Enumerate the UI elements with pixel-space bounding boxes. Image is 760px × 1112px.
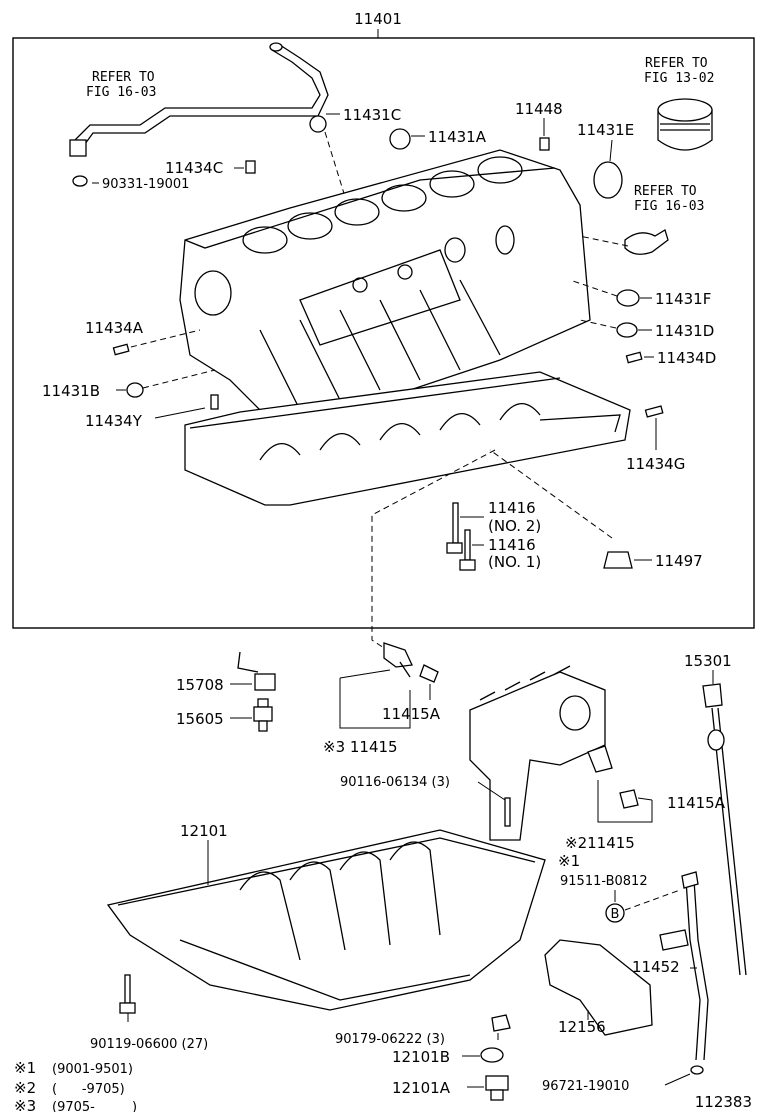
gasket-12101B (480, 1047, 504, 1063)
oil-pressure-sensor (237, 651, 276, 691)
label-11434G: 11434G (626, 455, 685, 473)
gasket-90331 (72, 175, 88, 187)
label-11434C: 11434C (165, 159, 223, 177)
refer-label-line2: FIG 16-03 (86, 85, 156, 100)
o-ring-96721 (690, 1065, 704, 1075)
pin-11434G (644, 405, 664, 418)
plug-11431D (616, 322, 638, 338)
crankcase-illustration (184, 371, 631, 506)
label-11416-no1: 11416 (488, 536, 536, 554)
cylinder-block-group-frame (12, 29, 755, 629)
union-11415-right (587, 745, 639, 809)
note-mark-3: ※3 (14, 1097, 36, 1112)
label-15605: 15605 (176, 710, 224, 728)
label-11415-left: ※3 11415 (323, 738, 398, 756)
label-12101: 12101 (180, 822, 228, 840)
oil-outlet-housing (469, 665, 606, 841)
label-11452: 11452 (632, 958, 680, 976)
dipstick-guide (659, 871, 709, 1061)
label-11497: 11497 (655, 552, 703, 570)
nut-90179 (491, 1014, 511, 1032)
refer-13-02-line1: REFER TO (645, 56, 708, 71)
label-11431D: 11431D (655, 322, 714, 340)
pin-11434D (625, 351, 643, 364)
piston-illustration (657, 98, 713, 151)
label-11416-no2-sub: (NO. 2) (488, 517, 541, 535)
oil-pressure-switch (253, 698, 273, 732)
plug-11431B (126, 382, 144, 398)
refer-13-02-line2: FIG 13-02 (644, 71, 714, 86)
oil-pan-illustration (106, 829, 546, 1011)
label-11416-no1-sub: (NO. 1) (488, 553, 541, 571)
label-91511-B0812: 91511-B0812 (560, 874, 648, 889)
label-11434A: 11434A (85, 319, 144, 337)
label-11401: 11401 (354, 10, 402, 28)
label-12101B: 12101B (392, 1048, 450, 1066)
note-mark-1: ※1 (14, 1059, 36, 1077)
notes-block: ※1 (9001-9501) ※2 ( -9705) ※3 (9705- ) (14, 1059, 137, 1112)
figure-number: 112383 (695, 1093, 752, 1111)
b-marker-circle (605, 903, 625, 923)
label-15708: 15708 (176, 676, 224, 694)
plug-11431E (593, 161, 623, 199)
pin-11448 (539, 137, 550, 151)
refer-16-03-b-line2: FIG 16-03 (634, 199, 704, 214)
label-11431C: 11431C (343, 106, 401, 124)
label-15301: 15301 (684, 652, 732, 670)
label-91511-mark: ※1 (558, 852, 580, 870)
pin-11434C (245, 160, 256, 174)
cylinder-block-illustration (179, 149, 591, 421)
label-11431F: 11431F (655, 290, 711, 308)
drain-plug-12101A (485, 1075, 509, 1101)
baffle-12156 (544, 939, 653, 1036)
label-90119-06600: 90119-06600 (27) (90, 1037, 208, 1052)
label-96721-19010: 96721-19010 (542, 1079, 629, 1094)
label-12101A: 12101A (392, 1079, 451, 1097)
label-11415A-right: 11415A (667, 794, 726, 812)
label-90116-06134: 90116-06134 (3) (340, 775, 450, 790)
pin-11434A (112, 343, 130, 356)
label-12156: 12156 (558, 1018, 606, 1036)
bolt-90119 (119, 974, 136, 1014)
label-90179-06222: 90179-06222 (3) (335, 1032, 445, 1047)
label-11431B: 11431B (42, 382, 100, 400)
note-text-2: ( -9705) (52, 1082, 125, 1097)
plug-11431C (309, 115, 327, 133)
oil-dipstick (702, 683, 747, 976)
label-11434D: 11434D (657, 349, 716, 367)
seal-11497 (603, 551, 633, 569)
refer-label-line1: REFER TO (92, 70, 155, 85)
bolts-11416 (446, 502, 476, 571)
label-11431A: 11431A (428, 128, 487, 146)
note-text-3: (9705- ) (52, 1100, 137, 1112)
union-fitting (624, 229, 669, 255)
stud-90116 (504, 797, 511, 827)
union-11415-left (383, 642, 439, 683)
label-11448: 11448 (515, 100, 563, 118)
label-11415A-left: 11415A (382, 705, 441, 723)
note-mark-2: ※2 (14, 1079, 36, 1097)
label-11415-right: ※211415 (565, 834, 635, 852)
plug-11431A (389, 128, 411, 150)
refer-16-03-b-line1: REFER TO (634, 184, 697, 199)
pin-11434Y (210, 394, 219, 410)
note-text-1: (9001-9501) (52, 1062, 133, 1077)
plug-11431F (616, 289, 640, 307)
b-marker-label: B (611, 907, 620, 922)
label-11431E: 11431E (577, 121, 634, 139)
label-11434Y: 11434Y (85, 412, 143, 430)
label-90331-19001: 90331-19001 (102, 177, 189, 192)
label-11416-no2: 11416 (488, 499, 536, 517)
